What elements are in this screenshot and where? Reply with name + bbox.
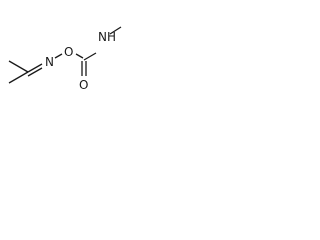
- bond-c-nh: [83, 52, 97, 61]
- bond-n-o: [54, 53, 63, 59]
- bond-methyl-upper: [8, 60, 29, 73]
- molecule-structure: N O O NH: [8, 26, 122, 92]
- bonds: [8, 26, 122, 84]
- bond-c-n-double-a: [27, 63, 43, 73]
- bond-methyl-lower: [8, 71, 29, 84]
- bond-c-n-double-b: [27, 67, 43, 77]
- atom-nitrogen-oxime: N: [45, 55, 54, 69]
- bond-nh-methyl: [109, 26, 122, 35]
- atom-oxygen-ester: O: [64, 45, 73, 59]
- atom-labels: N O O NH: [45, 30, 116, 92]
- bond-o-c: [75, 53, 84, 59]
- atom-amine: NH: [98, 30, 116, 44]
- atom-oxygen-carbonyl: O: [79, 78, 88, 92]
